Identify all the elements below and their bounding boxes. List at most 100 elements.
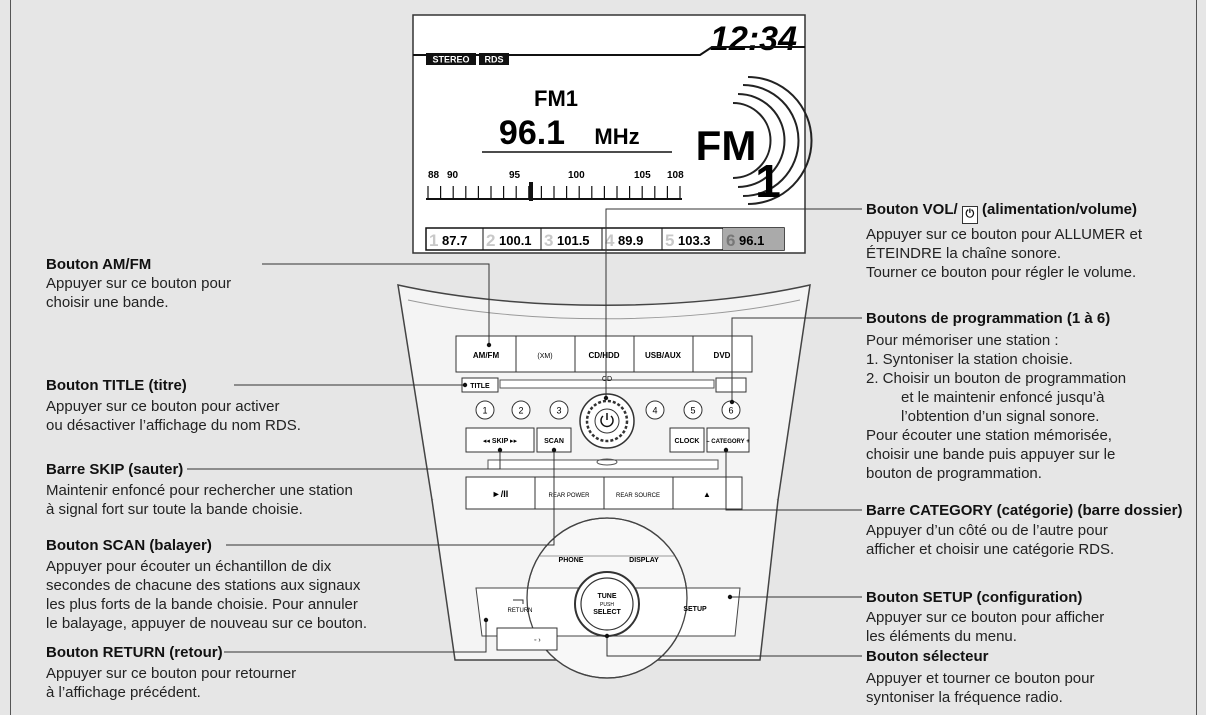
preset-button-5[interactable]: 5 <box>690 406 695 416</box>
setup-button[interactable]: SETUP <box>683 606 707 613</box>
callout-title: Bouton sélecteur <box>866 648 989 665</box>
control-panel: AM/FM (XM) CD/HDD USB/AUX DVD TITLE CD 1… <box>397 284 811 679</box>
scale-label: 95 <box>509 170 521 181</box>
callout-line: Appuyer sur ce bouton pour <box>46 275 232 292</box>
callout-return: Bouton RETURN (retour) Appuyer sur ce bo… <box>46 643 296 702</box>
eject-button[interactable]: ▲ <box>703 490 711 499</box>
skip-bar[interactable]: ◂◂ SKIP ▸▸ <box>483 438 518 445</box>
callout-title: Boutons de programmation (1 à 6) <box>866 310 1111 327</box>
frequency-unit: MHz <box>594 124 639 149</box>
knob-label-select: SELECT <box>593 609 621 616</box>
callout-title: Bouton TITLE (titre) <box>46 377 187 394</box>
svg-text:4: 4 <box>605 231 615 250</box>
callout-line: le balayage, appuyer de nouveau sur ce b… <box>46 615 368 632</box>
tuning-indicator <box>529 182 533 201</box>
scan-button[interactable]: SCAN <box>544 438 564 445</box>
callout-line: bouton de programmation. <box>866 465 1042 482</box>
svg-text:3: 3 <box>544 231 553 250</box>
callout-line: Appuyer d’un côté ou de l’autre pour <box>866 522 1108 539</box>
dvd-button[interactable]: DVD <box>714 351 731 360</box>
scale-label: 90 <box>447 170 459 181</box>
frequency-value: 96.1 <box>499 114 565 152</box>
scale-label: 108 <box>667 170 684 181</box>
page-frame-right <box>1196 0 1197 715</box>
preset-1: 1 87.7 <box>429 231 467 250</box>
knob-label-tune: TUNE <box>597 593 616 600</box>
fm-logo-text: FM <box>696 122 757 169</box>
power-icon: ⏻ <box>961 206 978 224</box>
callout-line: l’obtention d’un signal sonore. <box>901 408 1100 425</box>
svg-text:1: 1 <box>429 231 438 250</box>
leader-lines <box>187 208 862 657</box>
category-bar[interactable]: – CATEGORY + <box>706 439 750 445</box>
svg-text:103.3: 103.3 <box>678 233 711 248</box>
fm-logo-icon: FM 1 <box>696 76 813 207</box>
svg-text:5: 5 <box>665 231 674 250</box>
callout-title: Barre SKIP (sauter) <box>46 461 184 478</box>
preset-buttons: 1 2 3 4 5 6 <box>475 400 741 420</box>
callout-line: choisir une bande puis appuyer sur le <box>866 446 1116 463</box>
preset-button-1[interactable]: 1 <box>482 406 487 416</box>
preset-button-6[interactable]: 6 <box>728 406 733 416</box>
rds-badge: RDS <box>484 55 503 65</box>
rear-source-button[interactable]: REAR SOURCE <box>616 493 660 499</box>
vol-knob[interactable] <box>579 393 635 449</box>
usb-aux-button[interactable]: USB/AUX <box>645 351 682 360</box>
callout-line: Appuyer sur ce bouton pour ALLUMER et <box>866 226 1142 243</box>
cd-slot-label: CD <box>602 376 612 383</box>
preset-5: 5 103.3 <box>665 231 711 250</box>
rear-power-button[interactable]: REAR POWER <box>548 493 590 499</box>
callout-vol: Bouton VOL/ ⏻ (alimentation/volume) Appu… <box>866 200 1142 282</box>
callout-line: à l’affichage précédent. <box>46 684 201 701</box>
callout-line: à signal fort sur toute la bande choisie… <box>46 501 303 518</box>
preset-6: 6 96.1 <box>726 231 764 250</box>
svg-text:89.9: 89.9 <box>618 233 643 248</box>
power-icon <box>600 413 614 428</box>
svg-text:96.1: 96.1 <box>739 233 764 248</box>
preset-button-2[interactable]: 2 <box>518 406 523 416</box>
callout-title-pre: Bouton VOL/ <box>866 201 958 218</box>
clock-readout: 12:34 <box>710 20 797 58</box>
callout-line: Pour mémoriser une station : <box>866 332 1059 349</box>
callout-setup: Bouton SETUP (configuration) Appuyer sur… <box>866 588 1104 646</box>
callout-line: Appuyer sur ce bouton pour afficher <box>866 609 1105 626</box>
phone-button[interactable]: PHONE <box>559 557 584 564</box>
scale-label: 105 <box>634 170 651 181</box>
callout-title: Bouton RETURN (retour) <box>46 644 223 661</box>
selector-knob[interactable]: TUNE PUSH SELECT <box>574 571 640 637</box>
callout-line: 1. Syntoniser la station choisie. <box>866 351 1073 368</box>
title-button[interactable]: TITLE <box>470 383 490 390</box>
callout-category: Barre CATEGORY (catégorie) (barre dossie… <box>866 501 1182 559</box>
callout-presets: Boutons de programmation (1 à 6) Pour mé… <box>866 309 1126 483</box>
callout-line: ÉTEINDRE la chaîne sonore. <box>866 245 1062 262</box>
callout-line: ou désactiver l’affichage du nom RDS. <box>46 417 301 434</box>
xm-button[interactable]: (XM) <box>537 353 552 360</box>
cd-hdd-button[interactable]: CD/HDD <box>588 351 619 360</box>
callout-line: Pour écouter une station mémorisée, <box>866 427 1112 444</box>
callout-line: Appuyer sur ce bouton pour retourner <box>46 665 297 682</box>
preset-bar: 1 87.7 2 100.1 3 101.5 4 89.9 5 103.3 6 … <box>425 227 785 251</box>
clock-button[interactable]: CLOCK <box>675 438 700 445</box>
callout-scan: Bouton SCAN (balayer) Appuyer pour écout… <box>46 536 367 633</box>
callout-line: choisir une bande. <box>46 294 169 311</box>
play-pause-button[interactable]: ►/II <box>492 489 508 499</box>
callout-title: Bouton SCAN (balayer) <box>46 537 212 554</box>
preset-button-4[interactable]: 4 <box>652 406 657 416</box>
callout-skip: Barre SKIP (sauter) Maintenir enfoncé po… <box>46 460 353 519</box>
svg-text:100.1: 100.1 <box>499 233 532 248</box>
preset-button-3[interactable]: 3 <box>556 406 561 416</box>
callout-title-post: (alimentation/volume) <box>982 201 1138 218</box>
callout-line: afficher et choisir une catégorie RDS. <box>866 541 1115 558</box>
return-button[interactable]: RETURN <box>508 608 533 614</box>
svg-text:2: 2 <box>486 231 495 250</box>
scale-label: 100 <box>568 170 585 181</box>
display-button[interactable]: DISPLAY <box>629 557 659 564</box>
callout-amfm: Bouton AM/FM Appuyer sur ce bouton pour … <box>46 255 231 312</box>
callout-title: Barre CATEGORY (catégorie) (barre dossie… <box>866 502 1183 519</box>
preset-4: 4 89.9 <box>605 231 643 250</box>
am-fm-button[interactable]: AM/FM <box>473 351 500 360</box>
callout-line: les éléments du menu. <box>866 628 1017 645</box>
preset-3: 3 101.5 <box>544 231 590 250</box>
fm-logo-number: 1 <box>755 155 781 207</box>
